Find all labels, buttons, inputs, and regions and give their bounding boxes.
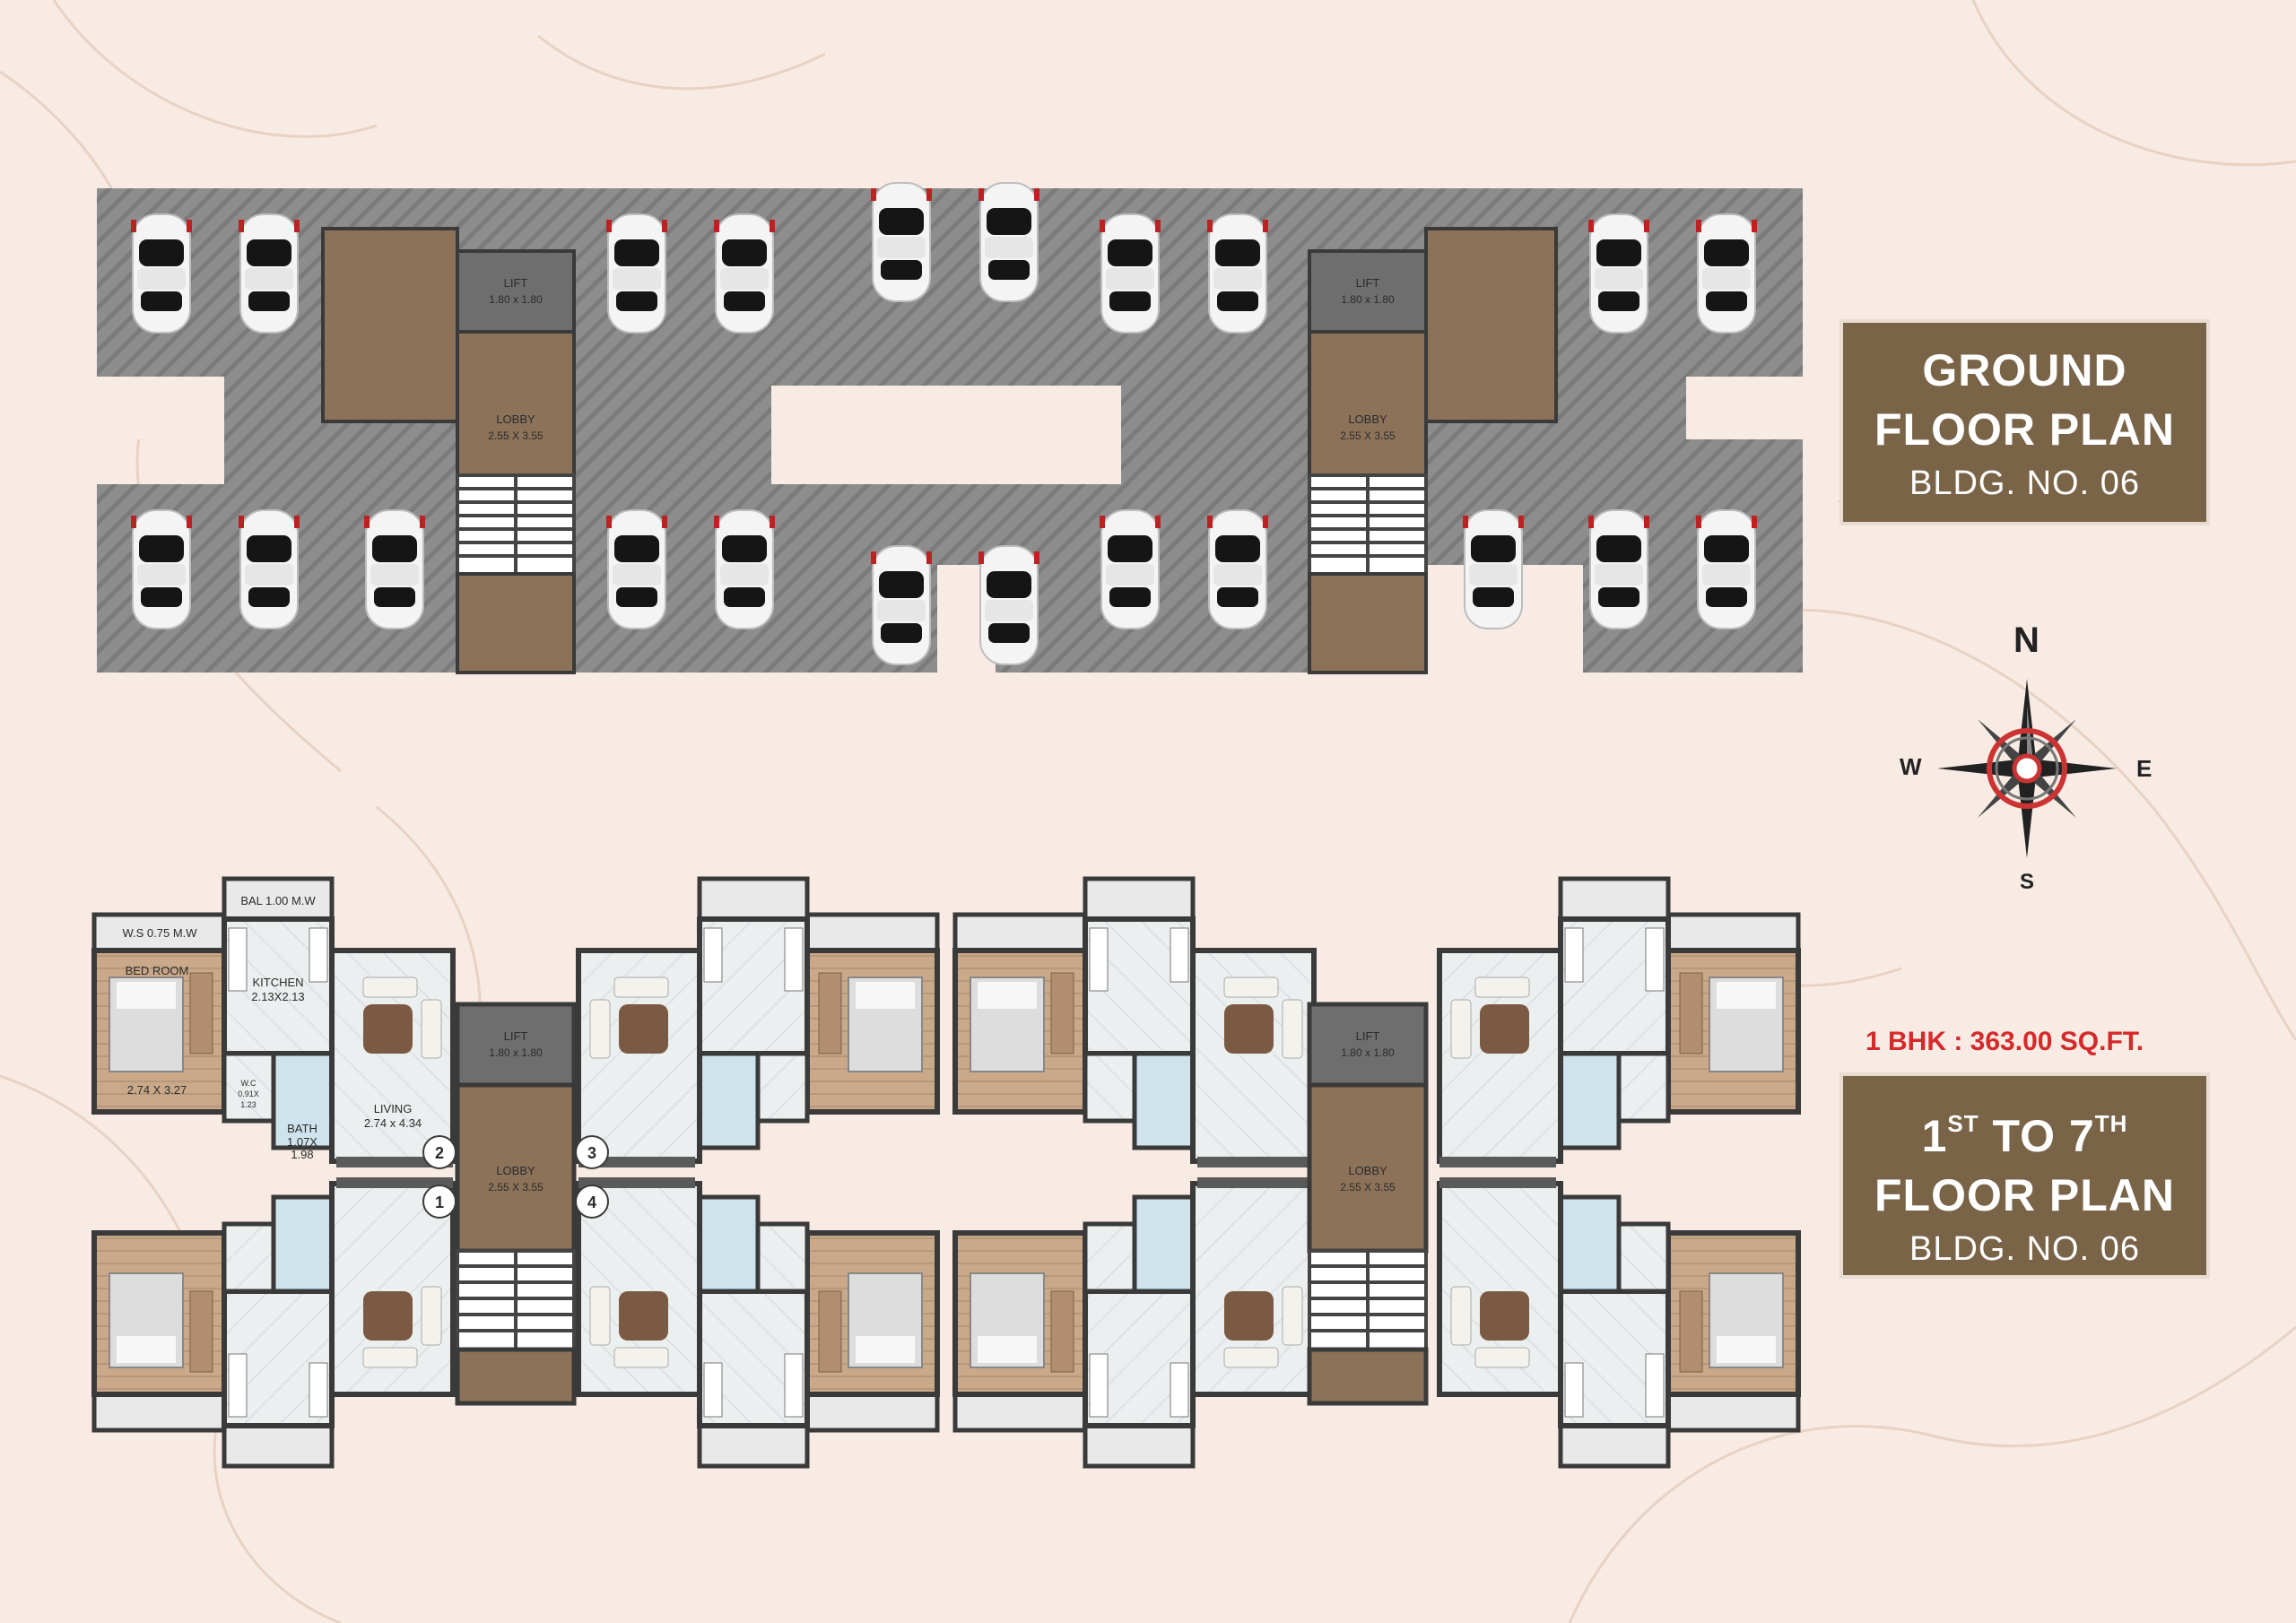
typical-title-sup1: ST [1947, 1110, 1979, 1137]
ground-building-number: BLDG. NO. 06 [1909, 464, 2140, 502]
flat-number-markers: 2 1 3 4 [422, 1135, 609, 1219]
ground-floor-title-plaque: GROUND FLOOR PLAN BLDG. NO. 06 [1843, 323, 2206, 522]
room-labels: BAL 1.00 M.W W.S 0.75 M.W BED ROOM 2.74 … [122, 894, 422, 1161]
compass-north: N [2013, 621, 2039, 660]
typical-floor-plan: LIFT 1.80 x 1.80 LOBBY 2.55 X 3.55 LIFT … [90, 874, 1803, 1488]
ground-lift-size-left: 1.80 x 1.80 [489, 293, 543, 306]
kitchen-size: 2.13X2.13 [251, 990, 304, 1003]
left-core-block [321, 227, 459, 423]
bath-label: BATH [287, 1122, 317, 1135]
typical-lift-label-left: LIFT [504, 1029, 528, 1043]
bath-size-2: 1.98 [291, 1148, 313, 1161]
typical-building-number: BLDG. NO. 06 [1909, 1230, 2140, 1268]
ground-lift-label-right: LIFT [1356, 276, 1380, 290]
typical-lobby-label-right: LOBBY [1348, 1164, 1387, 1177]
flat-number-1: 1 [435, 1193, 444, 1211]
right-lift [1308, 249, 1428, 334]
typical-lift-size-left: 1.80 x 1.80 [489, 1046, 543, 1059]
flat-number-2: 2 [435, 1144, 444, 1162]
ground-lift-label-left: LIFT [504, 276, 528, 290]
typical-lobby-size-left: 2.55 X 3.55 [488, 1181, 544, 1193]
bedroom-size: 2.74 X 3.27 [127, 1083, 187, 1097]
ground-lobby-label-right: LOBBY [1348, 412, 1387, 426]
flat-number-3: 3 [587, 1144, 596, 1162]
left-lobby [456, 330, 576, 477]
ground-lift-size-right: 1.80 x 1.80 [1341, 293, 1395, 306]
typical-lobby-size-right: 2.55 X 3.55 [1340, 1181, 1396, 1193]
typical-left-stairs [456, 1249, 576, 1351]
living-size: 2.74 x 4.34 [364, 1116, 422, 1130]
ground-lobby-size-left: 2.55 X 3.55 [488, 430, 544, 442]
ground-lobby-label-left: LOBBY [496, 412, 535, 426]
ground-floor-plan: LIFT 1.80 x 1.80 LOBBY 2.55 X 3.55 LIFT … [90, 182, 1803, 674]
typical-right-stairs [1308, 1249, 1428, 1351]
bedroom-label: BED ROOM [126, 964, 189, 977]
compass-west: W [1900, 753, 1922, 780]
typical-floor-title-plaque: 1ST TO 7TH FLOOR PLAN BLDG. NO. 06 [1843, 1076, 2206, 1275]
living-label: LIVING [374, 1102, 413, 1115]
wc-label: W.C [241, 1079, 257, 1088]
typical-title-mid: TO 7 [1979, 1111, 2095, 1161]
flat-number-4: 4 [587, 1193, 596, 1211]
typical-title-sup2: TH [2094, 1110, 2128, 1137]
left-lift [456, 249, 576, 334]
unit-area-note: 1 BHK : 363.00 SQ.FT. [1866, 1027, 2144, 1056]
ws-label: W.S 0.75 M.W [122, 926, 197, 940]
right-stairs [1308, 473, 1428, 576]
bath-size-1: 1.07X [287, 1135, 317, 1149]
wc-size-2: 1.23 [240, 1100, 257, 1109]
typical-title-num1: 1 [1921, 1111, 1948, 1161]
typical-right-lobby [1307, 1082, 1429, 1254]
ground-title-line1: GROUND [1922, 345, 2127, 395]
compass-east: E [2136, 755, 2152, 782]
wc-size-1: 0.91X [238, 1089, 259, 1098]
typical-lift-label-right: LIFT [1356, 1029, 1380, 1043]
kitchen-label: KITCHEN [252, 976, 303, 989]
compass-rose-icon [1937, 679, 2117, 858]
bal-label: BAL 1.00 M.W [240, 894, 316, 907]
left-stairs [456, 473, 576, 576]
typical-title-line2: FLOOR PLAN [1874, 1170, 2175, 1220]
typical-lobby-label-left: LOBBY [496, 1164, 535, 1177]
compass-south: S [2020, 870, 2035, 894]
typical-title-line1: 1ST TO 7TH [1843, 1094, 2206, 1166]
typical-right-lift [1307, 1002, 1429, 1088]
ground-title-line2: FLOOR PLAN [1874, 404, 2175, 455]
typical-lift-size-right: 1.80 x 1.80 [1341, 1046, 1395, 1059]
right-lobby [1308, 330, 1428, 477]
right-core-block [1424, 227, 1558, 423]
ground-lobby-size-right: 2.55 X 3.55 [1340, 430, 1396, 442]
typical-left-lift [455, 1002, 577, 1088]
